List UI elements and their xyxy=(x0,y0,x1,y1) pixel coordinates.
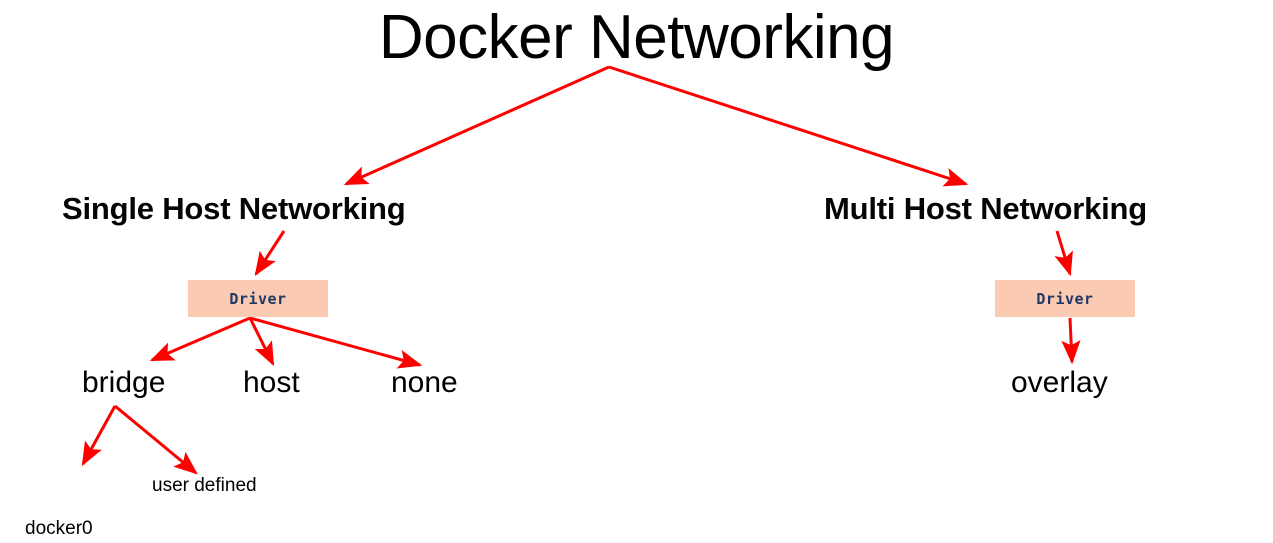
arrow-title-to-single-host xyxy=(343,65,610,186)
driver-node-none: none xyxy=(391,366,458,399)
arrow-title-to-multi-host xyxy=(608,65,969,187)
page-title: Docker Networking xyxy=(378,3,895,72)
arrow-multi-host-to-driver xyxy=(1054,230,1073,277)
arrow-driver-to-overlay xyxy=(1061,317,1081,365)
arrow-bridge-to-user-defined xyxy=(114,404,198,475)
arrow-single-host-to-driver xyxy=(254,230,286,277)
bridge-child-docker0-name: docker0 xyxy=(25,517,93,539)
arrow-driver-to-none xyxy=(249,316,423,369)
driver-node-host: host xyxy=(243,366,300,399)
driver-node-bridge: bridge xyxy=(82,366,166,399)
driver-node-overlay: overlay xyxy=(1011,366,1108,399)
branch-heading-multi-host: Multi Host Networking xyxy=(824,191,1148,226)
bridge-child-docker0: docker0 (default) xyxy=(25,475,95,543)
arrow-driver-to-host xyxy=(248,317,275,367)
driver-box-label: Driver xyxy=(229,289,287,308)
driver-box-multi-host: Driver xyxy=(995,280,1135,317)
driver-box-label: Driver xyxy=(1036,289,1094,308)
branch-heading-single-host: Single Host Networking xyxy=(62,191,406,226)
arrow-bridge-to-docker0 xyxy=(81,405,117,467)
arrow-driver-to-bridge xyxy=(149,316,251,362)
bridge-child-user-defined: user defined xyxy=(152,475,257,496)
driver-box-single-host: Driver xyxy=(188,280,328,317)
